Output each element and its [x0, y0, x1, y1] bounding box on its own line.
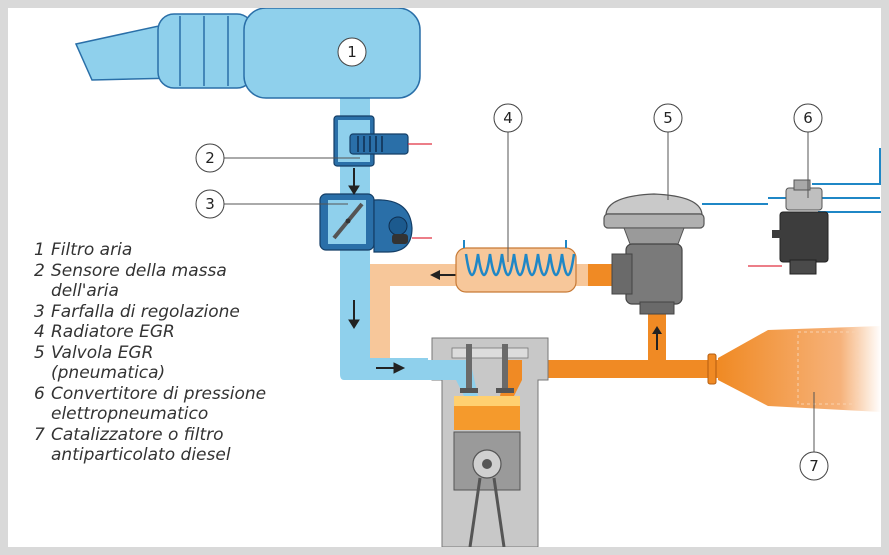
exhaust-pipe [508, 360, 688, 378]
legend-item-4: 4 Radiatore EGR [34, 322, 334, 343]
legend-item-1: 1 Filtro aria [34, 240, 334, 261]
air-filter [157, 8, 421, 99]
callout-7-label: 7 [809, 457, 819, 475]
egr-valve [603, 193, 768, 315]
callout-7: 7 [799, 451, 829, 481]
callout-2: 2 [195, 143, 225, 173]
legend-item-3: 3 Farfalla di regolazione [34, 302, 334, 323]
catalytic-converter [718, 326, 881, 412]
legend-number: 4 [34, 322, 45, 342]
callout-1: 1 [337, 37, 367, 67]
callout-5-label: 5 [663, 109, 673, 127]
diagram-frame: 1 2 3 4 5 6 7 1 Filtro aria 2 Sensore de… [8, 8, 881, 547]
legend-text: Farfalla di regolazione [51, 301, 240, 322]
legend: 1 Filtro aria 2 Sensore della massa dell… [34, 240, 334, 466]
egr-cooler [455, 240, 577, 293]
legend-item-5: 5 Valvola EGR (pneumatica) [34, 343, 334, 384]
engine-cylinder [428, 337, 549, 547]
legend-item-2: 2 Sensore della massa dell'aria [34, 261, 334, 302]
callout-3: 3 [195, 189, 225, 219]
throttle-valve [319, 193, 432, 253]
egr-system-diagram: 1 2 3 4 5 6 7 [74, 8, 881, 547]
legend-text: Filtro aria [51, 240, 133, 260]
callout-5: 5 [653, 103, 683, 133]
callout-4-label: 4 [503, 109, 513, 127]
legend-text: Radiatore EGR [51, 322, 175, 342]
callout-6: 6 [793, 103, 823, 133]
legend-text: Catalizzatore o filtro antiparticolato d… [51, 424, 231, 466]
legend-number: 5 [34, 342, 45, 363]
legend-number: 6 [34, 383, 45, 404]
callouts [222, 132, 815, 452]
callout-1-label: 1 [347, 43, 357, 61]
legend-number: 1 [34, 240, 45, 260]
legend-number: 7 [34, 424, 45, 445]
legend-item-6: 6 Convertitore di pressione elettropneum… [34, 384, 334, 425]
pressure-converter [748, 148, 881, 275]
legend-number: 2 [34, 260, 45, 281]
legend-text: Valvola EGR (pneumatica) [51, 342, 166, 384]
callout-2-label: 2 [205, 149, 215, 167]
legend-item-7: 7 Catalizzatore o filtro antiparticolato… [34, 425, 334, 466]
legend-text: Sensore della massa dell'aria [51, 260, 227, 302]
mass-air-flow-sensor [333, 115, 432, 167]
legend-text: Convertitore di pressione elettropneumat… [51, 383, 267, 425]
air-flow-arrows [348, 168, 406, 374]
legend-number: 3 [34, 301, 45, 322]
callout-3-label: 3 [205, 195, 215, 213]
callout-4: 4 [493, 103, 523, 133]
callout-6-label: 6 [803, 109, 813, 127]
